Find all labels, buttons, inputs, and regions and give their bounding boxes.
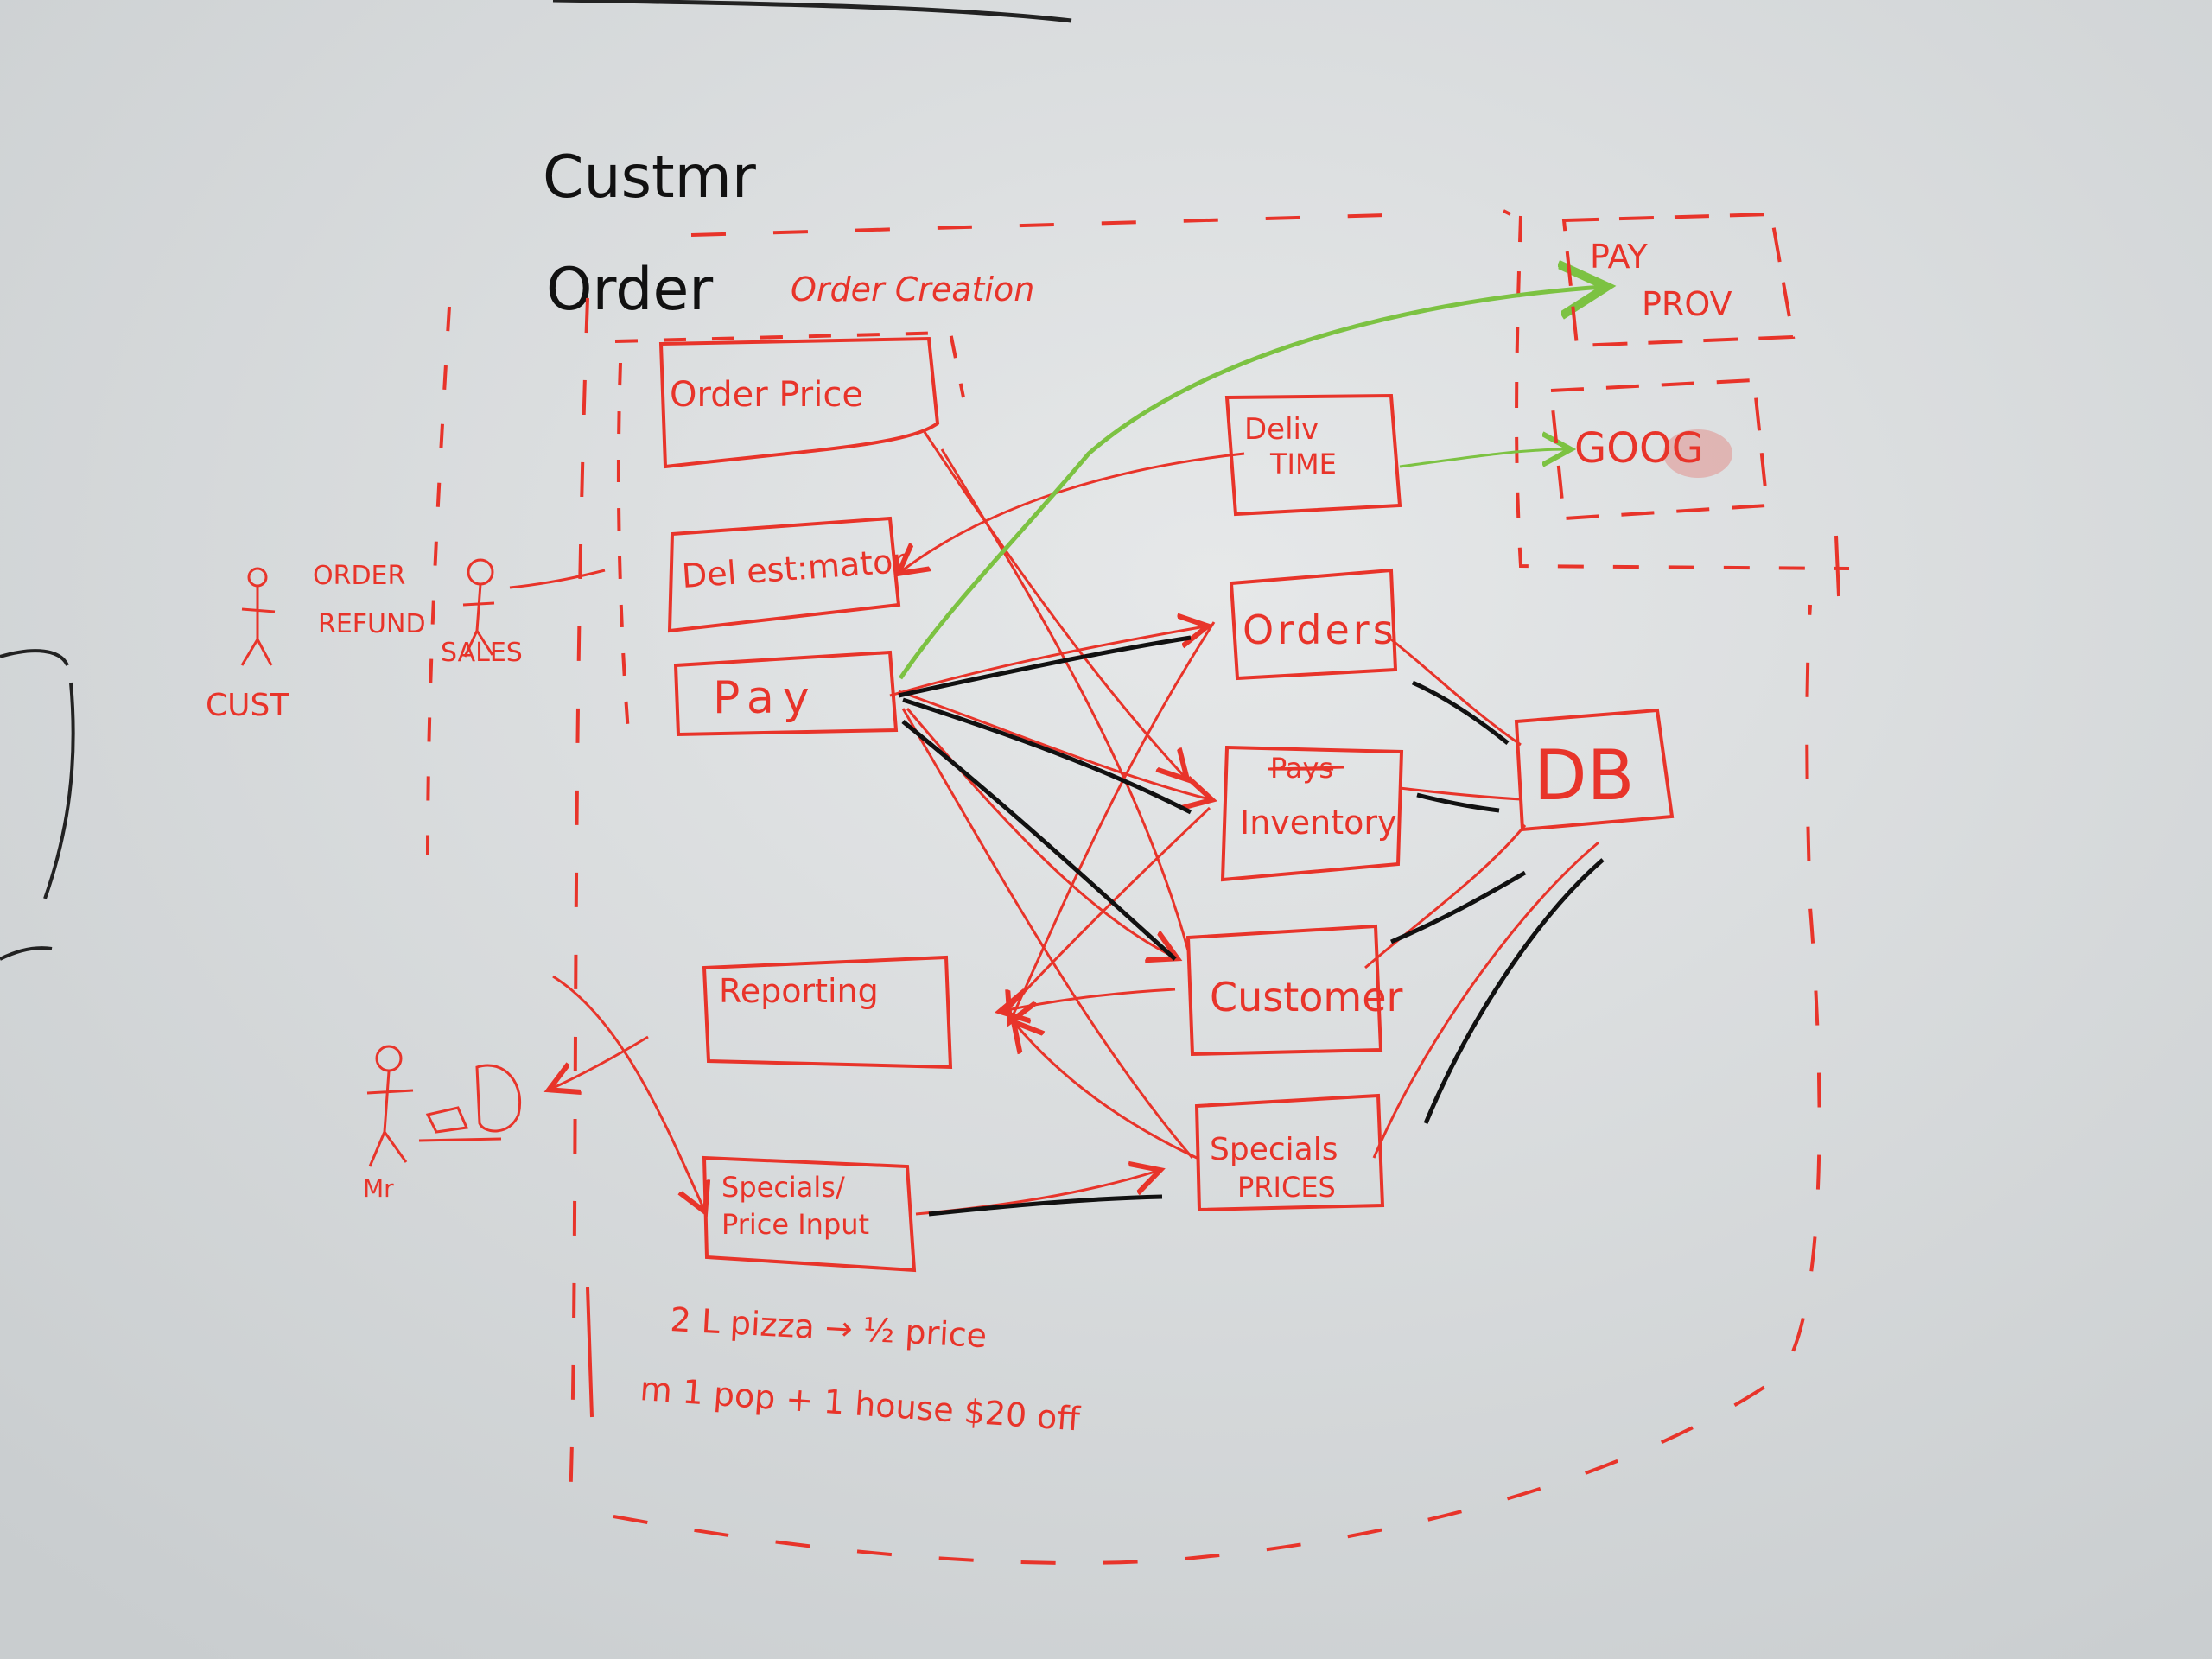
component-pay-prov: PAY PROV (1561, 212, 1796, 348)
component-goog: GOOG (1548, 378, 1770, 521)
title-customer: Custmr (543, 143, 756, 212)
pay-label: Pay (713, 672, 818, 724)
component-orders: Orders (1229, 568, 1398, 681)
component-specials-price-input: Specials/ Price Input (702, 1155, 917, 1273)
external-tick (1834, 535, 1840, 597)
component-deliv-time: Deliv TIME (1224, 393, 1402, 517)
specials-price-input-label-2: Price Input (721, 1208, 869, 1241)
pay-prov-label-2: PROV (1642, 285, 1732, 323)
actor-boundary (426, 306, 451, 856)
inventory-label: Inventory (1240, 804, 1397, 842)
component-order-price: Order Price (658, 336, 940, 469)
actor-cust (240, 567, 276, 666)
erased-top-stroke (552, 0, 1072, 23)
component-reporting: Reporting (702, 955, 953, 1070)
note-bracket (586, 1287, 594, 1418)
external-boundary (1515, 215, 1850, 570)
component-customer: Customer (1185, 924, 1403, 1057)
connections-green (898, 287, 1603, 680)
system-boundary (569, 209, 1821, 1565)
title-order: Order (546, 256, 713, 324)
order-creation-label: Order Creation (791, 270, 1034, 308)
orders-label: Orders (1243, 607, 1397, 653)
specials-prices-label-1: Specials (1210, 1132, 1338, 1167)
specials-prices-label-2: PRICES (1237, 1171, 1336, 1204)
component-inventory: Pays Inventory (1220, 745, 1404, 882)
actor-manager (366, 1045, 521, 1167)
order-price-label: Order Price (670, 375, 863, 415)
specials-price-input-label-1: Specials/ (721, 1171, 845, 1204)
pays-strike-line (1268, 766, 1344, 771)
sales-label: SALES (441, 638, 523, 668)
manager-monitor (475, 1064, 521, 1133)
refund-flow-label: REFUND (318, 609, 426, 639)
connections-black (898, 635, 1605, 1217)
actor-sales (462, 558, 495, 658)
component-specials-prices: Specials PRICES (1194, 1093, 1385, 1212)
order-creation-boundary (614, 330, 965, 744)
pay-prov-label-1: PAY (1590, 238, 1649, 276)
left-cylinder-sketch (0, 649, 75, 961)
deliv-time-label-2: TIME (1269, 448, 1337, 480)
connections-red (509, 431, 1599, 1214)
order-flow-label: ORDER (313, 561, 405, 591)
component-db: DB (1514, 708, 1675, 832)
component-pay: Pay (673, 650, 899, 737)
goog-smudge (1663, 429, 1732, 478)
manager-laptop (418, 1106, 502, 1142)
customer-label: Customer (1210, 974, 1403, 1020)
db-label: DB (1534, 735, 1634, 816)
manager-label: Mr (363, 1174, 394, 1203)
manager-head (375, 1045, 403, 1072)
cust-label: CUST (206, 688, 289, 723)
goog-label: GOOG (1574, 424, 1704, 473)
reporting-label: Reporting (719, 972, 879, 1010)
deliv-time-label-1: Deliv (1244, 412, 1319, 447)
